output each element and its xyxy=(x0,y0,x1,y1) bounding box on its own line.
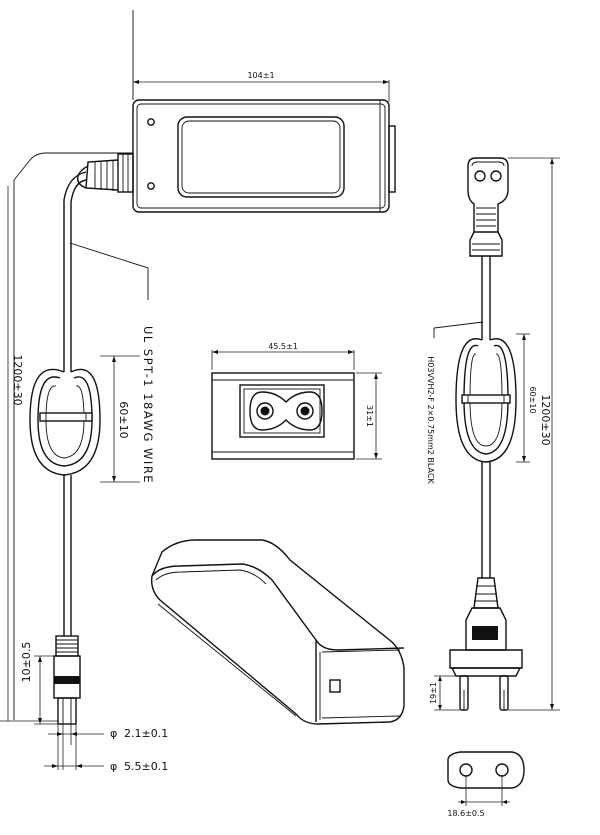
adapter-top-view xyxy=(132,10,396,213)
dim-dc-plug-length: 10±0.5 xyxy=(20,642,33,683)
phi-symbol-outer: φ xyxy=(110,760,117,773)
dim-dc-inner-diameter: 2.1±0.1 xyxy=(124,727,168,740)
dim-plug-pin-length: 19±1 xyxy=(429,682,438,704)
dim-dc-cable-length: 1200±30 xyxy=(11,354,24,405)
dim-socket-width: 45.5±1 xyxy=(268,342,298,351)
adapter-perspective-view xyxy=(150,539,405,725)
dc-wire-label: UL SPT-1 18AWG WIRE xyxy=(141,326,155,484)
dc-cable xyxy=(13,152,133,725)
dim-socket-height: 31±1 xyxy=(365,405,374,427)
ac-cable xyxy=(449,157,523,711)
phi-symbol-inner: φ xyxy=(110,727,117,740)
dim-plug-pin-spacing: 18.6±0.5 xyxy=(447,809,484,818)
ac-dimensions xyxy=(434,157,560,711)
ac-wire-label: H03VVH2-F 2×0.75mm2 BLACK xyxy=(426,356,435,484)
plug-face-view xyxy=(447,751,525,806)
dim-ac-loop-length: 60±10 xyxy=(528,386,537,413)
dim-body-length: 104±1 xyxy=(247,71,274,80)
dim-dc-loop-length: 60±10 xyxy=(117,401,130,438)
dim-dc-outer-diameter: 5.5±0.1 xyxy=(124,760,168,773)
dim-ac-cable-length: 1200±30 xyxy=(539,394,552,445)
dc-dimensions xyxy=(0,186,140,770)
strain-relief xyxy=(76,153,134,193)
socket-end-view xyxy=(211,350,382,460)
